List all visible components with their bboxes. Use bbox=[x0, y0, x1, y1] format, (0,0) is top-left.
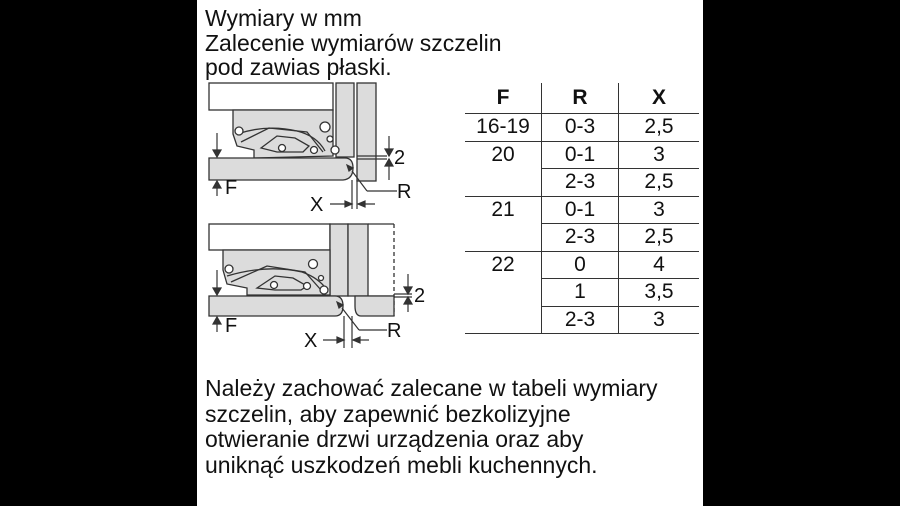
note-line: Należy zachować zalecane w tabeli wymiar… bbox=[205, 375, 658, 401]
cell-r: 0-3 bbox=[541, 113, 619, 141]
top-label-gap: 2 bbox=[394, 147, 405, 169]
cell-r: 1 bbox=[541, 278, 619, 306]
cell-x: 3 bbox=[618, 140, 699, 169]
cell-r: 0-1 bbox=[541, 140, 619, 169]
cell-r: 0 bbox=[541, 250, 619, 279]
cell-x: 3 bbox=[618, 305, 699, 334]
header-r: R bbox=[541, 83, 619, 114]
heading-line: Zalecenie wymiarów szczelin bbox=[205, 29, 502, 56]
cell-f bbox=[465, 306, 542, 334]
cell-r: 0-1 bbox=[541, 195, 619, 224]
cell-f: 16-19 bbox=[465, 113, 542, 141]
cell-r: 2-3 bbox=[541, 223, 619, 251]
cell-f: 21 bbox=[465, 195, 542, 224]
cell-x: 2,5 bbox=[618, 223, 699, 251]
cell-x: 3,5 bbox=[618, 278, 699, 306]
instruction-page: Wymiary w mm Zalecenie wymiarów szczelin… bbox=[197, 0, 703, 506]
cell-f bbox=[465, 169, 542, 197]
bottom-label-f: F bbox=[225, 315, 237, 337]
cell-r: 2-3 bbox=[541, 168, 619, 196]
table-row: 16-19 0-3 2,5 bbox=[465, 113, 699, 141]
note-paragraph: Należy zachować zalecane w tabeli wymiar… bbox=[205, 375, 658, 478]
bottom-label-x: X bbox=[304, 330, 317, 352]
heading-line: Wymiary w mm bbox=[205, 5, 362, 31]
cell-f bbox=[465, 279, 542, 307]
table-row: 2-3 2,5 bbox=[465, 223, 699, 252]
cell-f: 22 bbox=[465, 250, 542, 279]
cell-r: 2-3 bbox=[541, 305, 619, 334]
hinge-diagram: F X R 2 F X R 2 bbox=[208, 82, 425, 352]
note-line: szczelin, aby zapewnić bezkolizyjne bbox=[205, 400, 571, 427]
table-row: 2-3 2,5 bbox=[465, 168, 699, 197]
note-line: otwieranie drzwi urządzenia oraz aby bbox=[205, 426, 584, 452]
table-row: 21 0-1 3 bbox=[465, 195, 699, 224]
top-label-f: F bbox=[225, 177, 237, 199]
table-row: 22 0 4 bbox=[465, 250, 699, 279]
table-row: 20 0-1 3 bbox=[465, 140, 699, 169]
cell-x: 2,5 bbox=[618, 113, 699, 141]
cell-f: 20 bbox=[465, 140, 542, 169]
top-hinge-diagram bbox=[208, 82, 377, 182]
cell-x: 2,5 bbox=[618, 168, 699, 196]
top-label-r: R bbox=[397, 181, 411, 203]
table-row: 2-3 3 bbox=[465, 305, 699, 334]
note-line: uniknąć uszkodzeń mebli kuchennych. bbox=[205, 451, 598, 478]
header-f: F bbox=[465, 83, 542, 114]
heading-line: pod zawias płaski. bbox=[205, 54, 392, 80]
heading: Wymiary w mm Zalecenie wymiarów szczelin… bbox=[205, 6, 502, 80]
top-label-x: X bbox=[310, 194, 323, 216]
header-x: X bbox=[618, 83, 699, 114]
bottom-label-gap: 2 bbox=[414, 285, 425, 307]
bottom-hinge-diagram bbox=[208, 223, 395, 317]
gap-dimension-table: F R X 16-19 0-3 2,5 20 0-1 3 2-3 2,5 bbox=[465, 83, 699, 334]
cell-x: 3 bbox=[618, 195, 699, 224]
bottom-label-r: R bbox=[387, 320, 401, 342]
cell-f bbox=[465, 224, 542, 252]
cell-x: 4 bbox=[618, 250, 699, 279]
table-row: 1 3,5 bbox=[465, 278, 699, 307]
